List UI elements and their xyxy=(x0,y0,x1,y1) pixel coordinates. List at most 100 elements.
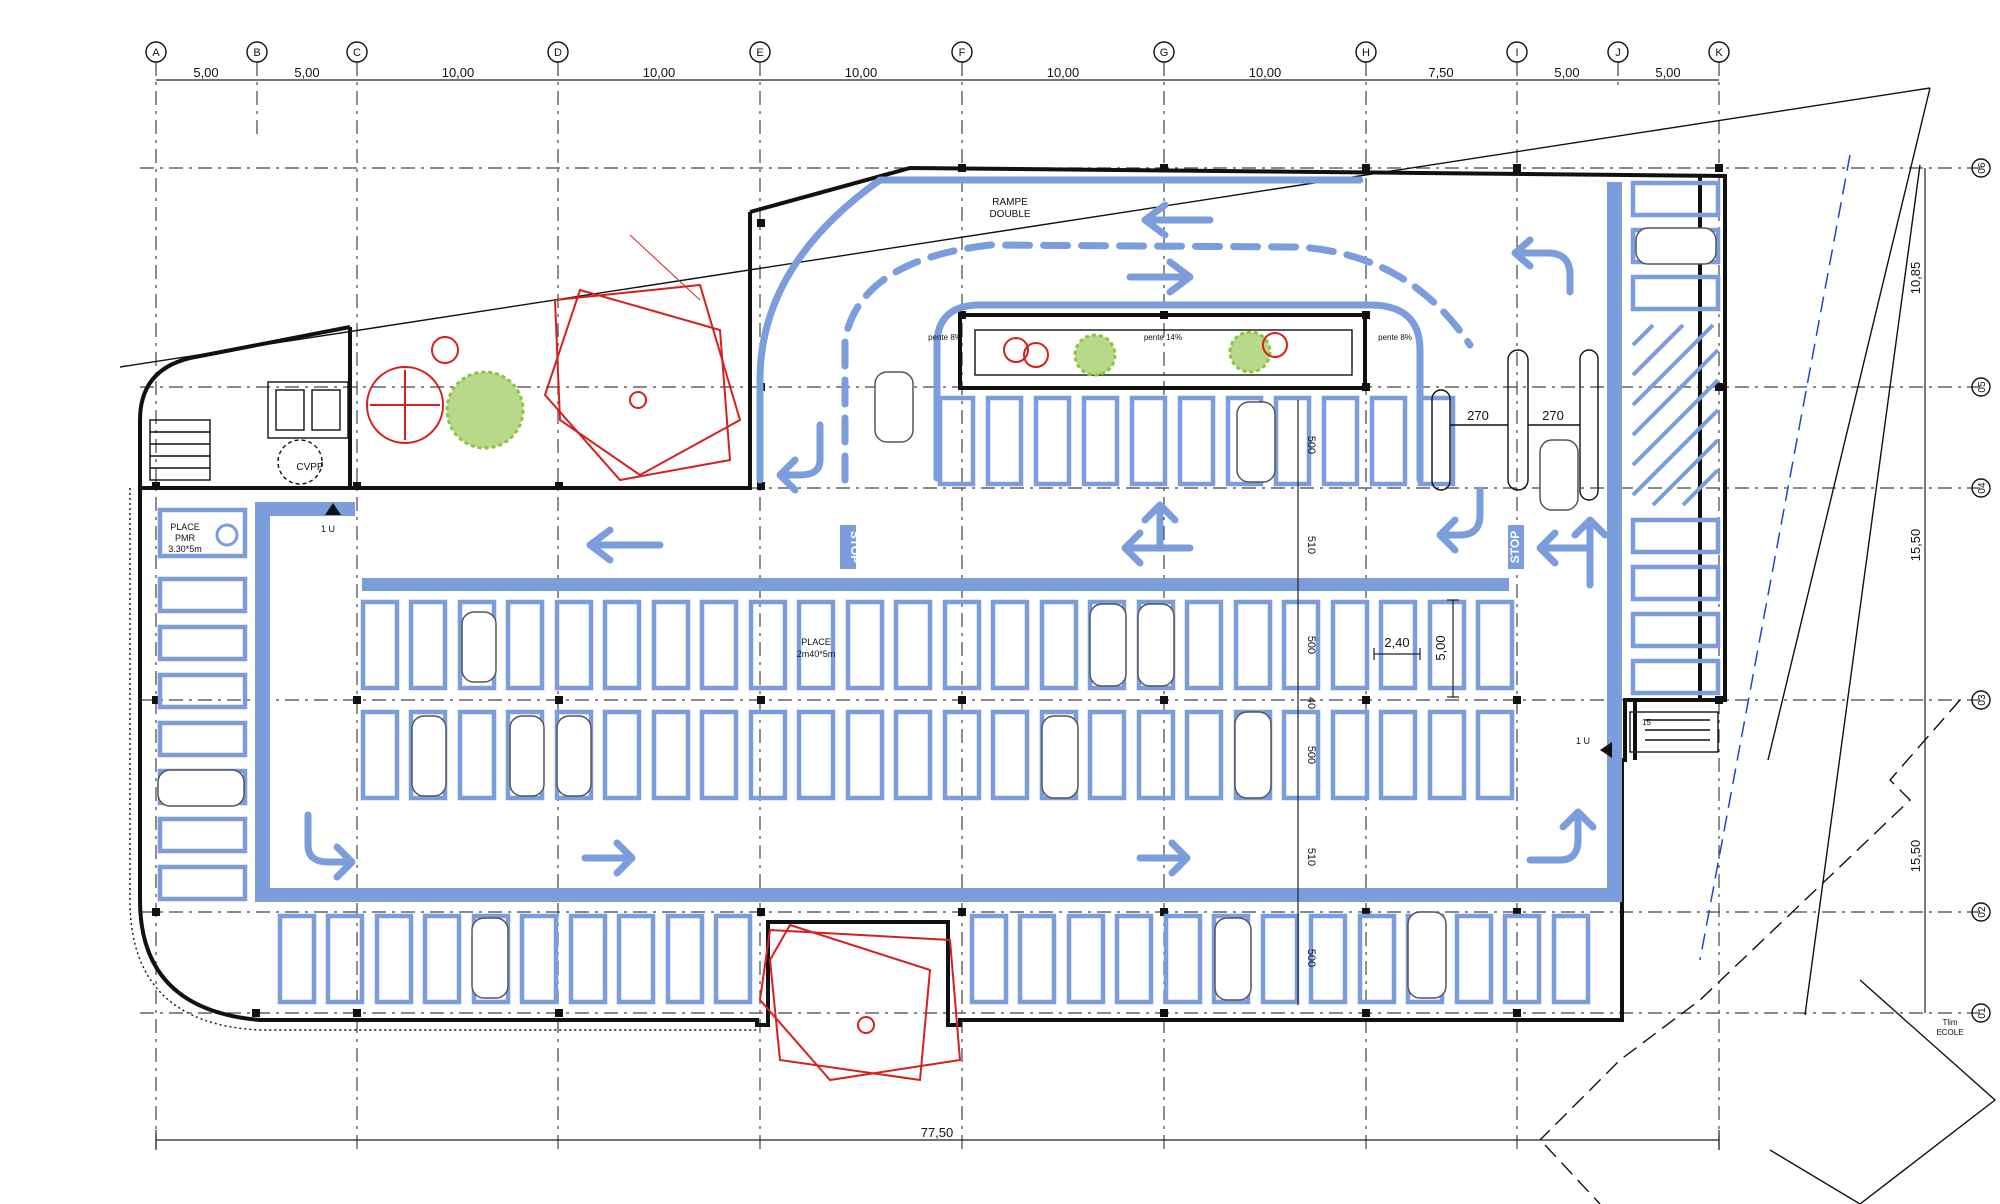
label-slope-right: pente 8% xyxy=(1378,333,1412,342)
label-ramp-double: DOUBLE xyxy=(989,209,1030,220)
label-270-right: 270 xyxy=(1542,408,1564,423)
labels: RAMPE DOUBLE pente 8% pente 14% pente 8%… xyxy=(168,197,1963,1037)
label-place-1: PLACE xyxy=(801,637,831,647)
structural-columns xyxy=(152,164,1723,1017)
dim-ab: 5,00 xyxy=(193,65,218,80)
arrow-bottom-right xyxy=(1136,839,1191,877)
entry-barriers: 270 270 xyxy=(1431,349,1599,501)
label-pmr-3: 3.30*5m xyxy=(168,544,202,554)
lane-left xyxy=(255,502,270,902)
dim-500-a: 500 xyxy=(1305,436,1317,454)
stop-sign-left: STOP xyxy=(848,531,862,563)
axis-05: 05 xyxy=(1977,381,1988,393)
label-cvpp: CVPP xyxy=(296,462,324,473)
arrow-left-lane xyxy=(586,526,664,564)
stair-core-left: CVPP xyxy=(149,381,349,485)
dim-gh: 10,00 xyxy=(1249,65,1282,80)
top-dimensions: 5,00 5,00 10,00 10,00 10,00 10,00 10,00 … xyxy=(156,65,1719,81)
cars xyxy=(157,227,1717,1001)
vegetation xyxy=(366,234,1288,1082)
dim-de: 10,00 xyxy=(643,65,676,80)
right-axes: 06 05 04 03 02 01 10,85 15,50 15,50 xyxy=(1908,158,1991,1023)
arrow-turn-down xyxy=(1436,486,1484,554)
lane-bottom xyxy=(255,888,1622,902)
stalls-left-column xyxy=(157,507,248,902)
axis-letters: A B C D E F G H I J K xyxy=(145,41,1730,63)
axis-g: G xyxy=(1160,47,1169,59)
large-tree-bottom xyxy=(758,928,962,1082)
label-level-right: 1 U xyxy=(1576,736,1590,746)
dim-jk: 5,00 xyxy=(1655,65,1680,80)
arrow-right-fork xyxy=(1536,516,1609,589)
axis-d: D xyxy=(554,47,562,59)
arrow-left-ramp xyxy=(1141,201,1214,239)
dim-510-a: 510 xyxy=(1305,536,1317,554)
label-270-left: 270 xyxy=(1467,408,1489,423)
arrow-bottom-left xyxy=(304,811,356,881)
axis-04: 04 xyxy=(1977,482,1988,494)
arrow-right-ramp xyxy=(1126,258,1194,296)
label-level-left: 1 U xyxy=(321,524,335,534)
dim-stall-width: 2,40 xyxy=(1384,635,1409,650)
axis-f: F xyxy=(959,47,966,59)
label-slope-mid: pente 14% xyxy=(1144,333,1182,342)
level-marker-left xyxy=(325,503,341,515)
label-15: 15 xyxy=(1642,718,1651,727)
arrow-bottom-mid xyxy=(581,839,636,877)
site-boundary xyxy=(119,87,1997,1204)
lane-right xyxy=(1607,182,1622,702)
axis-i: I xyxy=(1515,47,1518,59)
bottom-dimension: 77,50 xyxy=(155,1125,1720,1150)
label-ecole-2: ECOLE xyxy=(1936,1028,1963,1037)
dim-right-2: 15,50 xyxy=(1908,529,1923,562)
circulation-lanes xyxy=(255,176,1622,902)
label-ramp: RAMPE xyxy=(992,197,1028,208)
axis-03: 03 xyxy=(1977,694,1988,706)
median-strip xyxy=(362,578,1509,591)
stalls-middle-lower-row xyxy=(360,709,1515,801)
axis-k: K xyxy=(1715,47,1723,59)
stalls-right-column xyxy=(1630,180,1721,696)
arrow-top-right xyxy=(1511,236,1574,296)
hatched-zone xyxy=(1631,323,1720,507)
dim-500-d: 500 xyxy=(1305,949,1317,967)
axis-a: A xyxy=(152,47,160,59)
axis-01: 01 xyxy=(1977,1007,1988,1019)
dim-bc: 5,00 xyxy=(294,65,319,80)
axis-b: B xyxy=(253,47,260,59)
dim-right-3: 15,50 xyxy=(1908,840,1923,873)
label-pmr-2: PMR xyxy=(175,533,196,543)
label-pmr-1: PLACE xyxy=(170,522,200,532)
dim-ij: 5,00 xyxy=(1554,65,1579,80)
dim-cd: 10,00 xyxy=(442,65,475,80)
accessible-icon xyxy=(215,523,239,547)
dim-ef: 10,00 xyxy=(845,65,878,80)
dim-40: 40 xyxy=(1305,697,1317,709)
axis-02: 02 xyxy=(1977,906,1988,918)
axis-c: C xyxy=(353,47,361,59)
dim-right-1: 10,85 xyxy=(1908,262,1923,295)
large-tree-top xyxy=(543,288,732,482)
dim-500-b: 500 xyxy=(1305,636,1317,654)
axis-06: 06 xyxy=(1977,162,1988,174)
dim-500-c: 500 xyxy=(1305,746,1317,764)
stalls-middle-upper-row xyxy=(360,599,1515,691)
label-slope-left: pente 8% xyxy=(928,333,962,342)
dim-510-b: 510 xyxy=(1305,848,1317,866)
dim-hi: 7,50 xyxy=(1428,65,1453,80)
arrow-up-right xyxy=(1526,808,1597,864)
label-place-2: 2m40*5m xyxy=(797,649,836,659)
lane-right-lower xyxy=(1607,702,1622,902)
stop-sign-right: STOP xyxy=(1508,531,1522,563)
stair-core-right: 15 1 U xyxy=(1576,711,1719,758)
direction-arrows xyxy=(304,201,1609,881)
grid-axes xyxy=(140,62,1980,1150)
dim-fg: 10,00 xyxy=(1047,65,1080,80)
dim-total: 77,50 xyxy=(921,1125,954,1140)
arrow-turn-left xyxy=(776,421,824,494)
dim-stall-length: 5,00 xyxy=(1433,635,1448,660)
stalls-top-row xyxy=(937,395,1456,487)
axis-e: E xyxy=(756,47,763,59)
axis-h: H xyxy=(1362,47,1370,59)
